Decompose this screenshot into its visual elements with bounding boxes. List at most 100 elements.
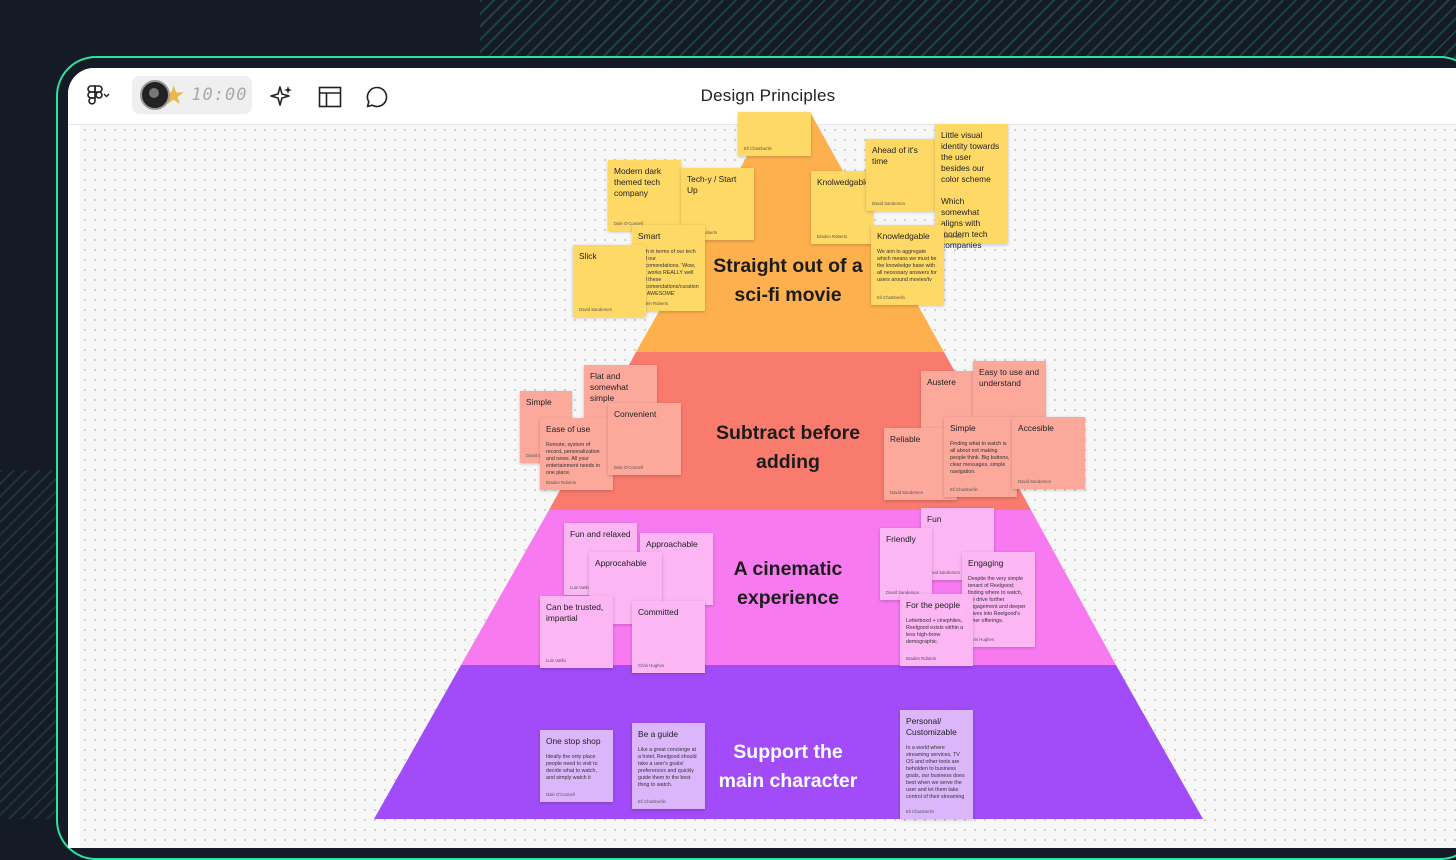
comment-button[interactable]	[363, 83, 391, 111]
sticky-note[interactable]: Tech-y / Start UpBraden Roberts	[681, 168, 754, 240]
avatar	[140, 80, 170, 110]
sticky-note-author: Dale O'Connell	[614, 465, 643, 470]
sticky-note-body: Remote, system of record, personalizatio…	[546, 442, 600, 476]
sticky-note-title: Austere	[927, 377, 956, 387]
sticky-note-author: Luis Varila	[570, 585, 590, 590]
sticky-note-author: David Sanderson	[1018, 479, 1051, 484]
sticky-note-title: Little visual identity towards the user …	[941, 130, 1000, 250]
sticky-note-title: Friendly	[886, 534, 916, 544]
sticky-note-title: Approachable	[646, 539, 698, 549]
timer-text: 10:00	[191, 85, 248, 105]
sticky-note-title: Be a guide	[638, 729, 679, 739]
sticky-note-body: In a world where streaming services, TV …	[906, 745, 965, 800]
figma-logo-icon	[87, 85, 110, 105]
sticky-note-title: Modern dark themed tech company	[614, 166, 662, 198]
sticky-note-title: Knolwedgable	[817, 177, 870, 187]
page-title: Design Principles	[700, 86, 836, 105]
sticky-note-body: Letterboxd + cinephiles, Reelgood exists…	[906, 618, 964, 645]
sticky-note-body: Like a great concierge at a hotel, Reelg…	[638, 747, 697, 788]
tier-1-label-line1: Straight out of a	[713, 255, 863, 277]
sticky-note-author: David Sanderson	[872, 201, 905, 206]
sticky-note-title: One stop shop	[546, 736, 601, 746]
sticky-note-title: Personal/ Customizable	[906, 716, 957, 737]
sticky-note-author: David Sanderson	[579, 307, 612, 312]
timer-widget[interactable]: ★ 10:00	[132, 76, 252, 114]
tier-2-label-line1: Subtract before	[715, 422, 861, 444]
sticky-note-author: Eli Chamberlin	[906, 809, 934, 814]
sticky-note-author: Braden Roberts	[638, 301, 669, 306]
tier-4-label-line1: Support the	[733, 741, 843, 763]
sparkle-icon	[270, 86, 292, 106]
sticky-note-body: Finding what to watch is all about not m…	[950, 441, 1010, 475]
sticky-note-title: Fun	[927, 514, 942, 524]
sticky-note-title: Ease of use	[546, 424, 591, 434]
sticky-note-title: Tech-y / Start Up	[687, 174, 737, 195]
sticky-note-title: Fun and relaxed	[570, 529, 631, 539]
sticky-note-author: Luis Varila	[546, 658, 566, 663]
sticky-note-author: Dale O'Connell	[546, 792, 575, 797]
tier-4-label: Support the main character	[688, 738, 888, 796]
sticky-note-body: Despite the very simple tenant of Reelgo…	[968, 576, 1026, 624]
tier-3-label-line1: A cinematic	[733, 558, 843, 580]
sticky-note[interactable]: Personal/ Customizable In a world where s…	[900, 710, 973, 819]
sticky-note[interactable]: Little visual identity towards the user …	[935, 124, 1008, 250]
layout-button[interactable]	[316, 83, 344, 111]
tier-2-label: Subtract before adding	[688, 419, 888, 477]
sticky-note-author: Braden Roberts	[906, 656, 937, 661]
sticky-note-body: Both in terms of our tech and our reccom…	[638, 249, 699, 297]
background-stripes	[480, 0, 1456, 60]
sticky-note[interactable]: Knowledgable We aim to aggregate which me…	[871, 225, 944, 305]
layout-icon	[318, 86, 342, 108]
sticky-note-title: Convenient	[614, 409, 657, 419]
sticky-note-title: Slick	[579, 251, 597, 261]
sticky-note-author: Chris Hughes	[968, 637, 995, 642]
sticky-note-author: Eli Chamberlin	[877, 295, 905, 300]
sticky-note-author: Eli Chamberlin	[744, 146, 772, 151]
sticky-note[interactable]: Easy to use and understand	[973, 361, 1046, 419]
sticky-note-title: Knowledgable	[877, 231, 930, 241]
sticky-note-author: Eli Chamberlin	[638, 799, 666, 804]
pyramid-diagram	[374, 112, 1203, 819]
sticky-note-title: Can be trusted, impartial	[546, 602, 604, 623]
main-menu-button[interactable]	[80, 82, 116, 110]
sticky-note-title: Simple	[526, 397, 552, 407]
sticky-note-title: Engaging	[968, 558, 1004, 568]
sticky-note-title: Simple	[950, 423, 976, 433]
sticky-note-title: For the people	[906, 600, 961, 610]
sticky-note-author: David Sanderson	[927, 570, 960, 575]
sticky-note-title: Ahead of it's time	[872, 145, 918, 166]
tier-4-label-line2: main character	[718, 770, 858, 792]
sticky-note-title: Reliable	[890, 434, 921, 444]
sticky-note-title: Flat and somewhat simple	[590, 371, 629, 403]
pyramid-tier-1	[636, 112, 944, 352]
sticky-note[interactable]: Eli Chamberlin	[738, 112, 811, 156]
sticky-note-title: Easy to use and understand	[979, 367, 1040, 388]
tier-2-label-line2: adding	[756, 451, 820, 473]
sticky-note-author: Braden Roberts	[546, 480, 577, 485]
sticky-note-author: Zoonie Boo	[941, 234, 963, 239]
sticky-note-author: David Sanderson	[886, 590, 919, 595]
sticky-note-author: Eli Chamberlin	[950, 487, 978, 492]
tier-1-label-line2: sci-fi movie	[734, 284, 842, 306]
sticky-note-author: David Sanderson	[890, 490, 923, 495]
sticky-note-author: Braden Roberts	[817, 234, 848, 239]
sticky-note-body: We aim to aggregate which means we must …	[877, 249, 937, 283]
sticky-note-body: Ideally the only place people need to vi…	[546, 754, 598, 781]
sticky-note-author: Dale O'Connell	[614, 221, 643, 226]
ai-button[interactable]	[266, 82, 296, 112]
